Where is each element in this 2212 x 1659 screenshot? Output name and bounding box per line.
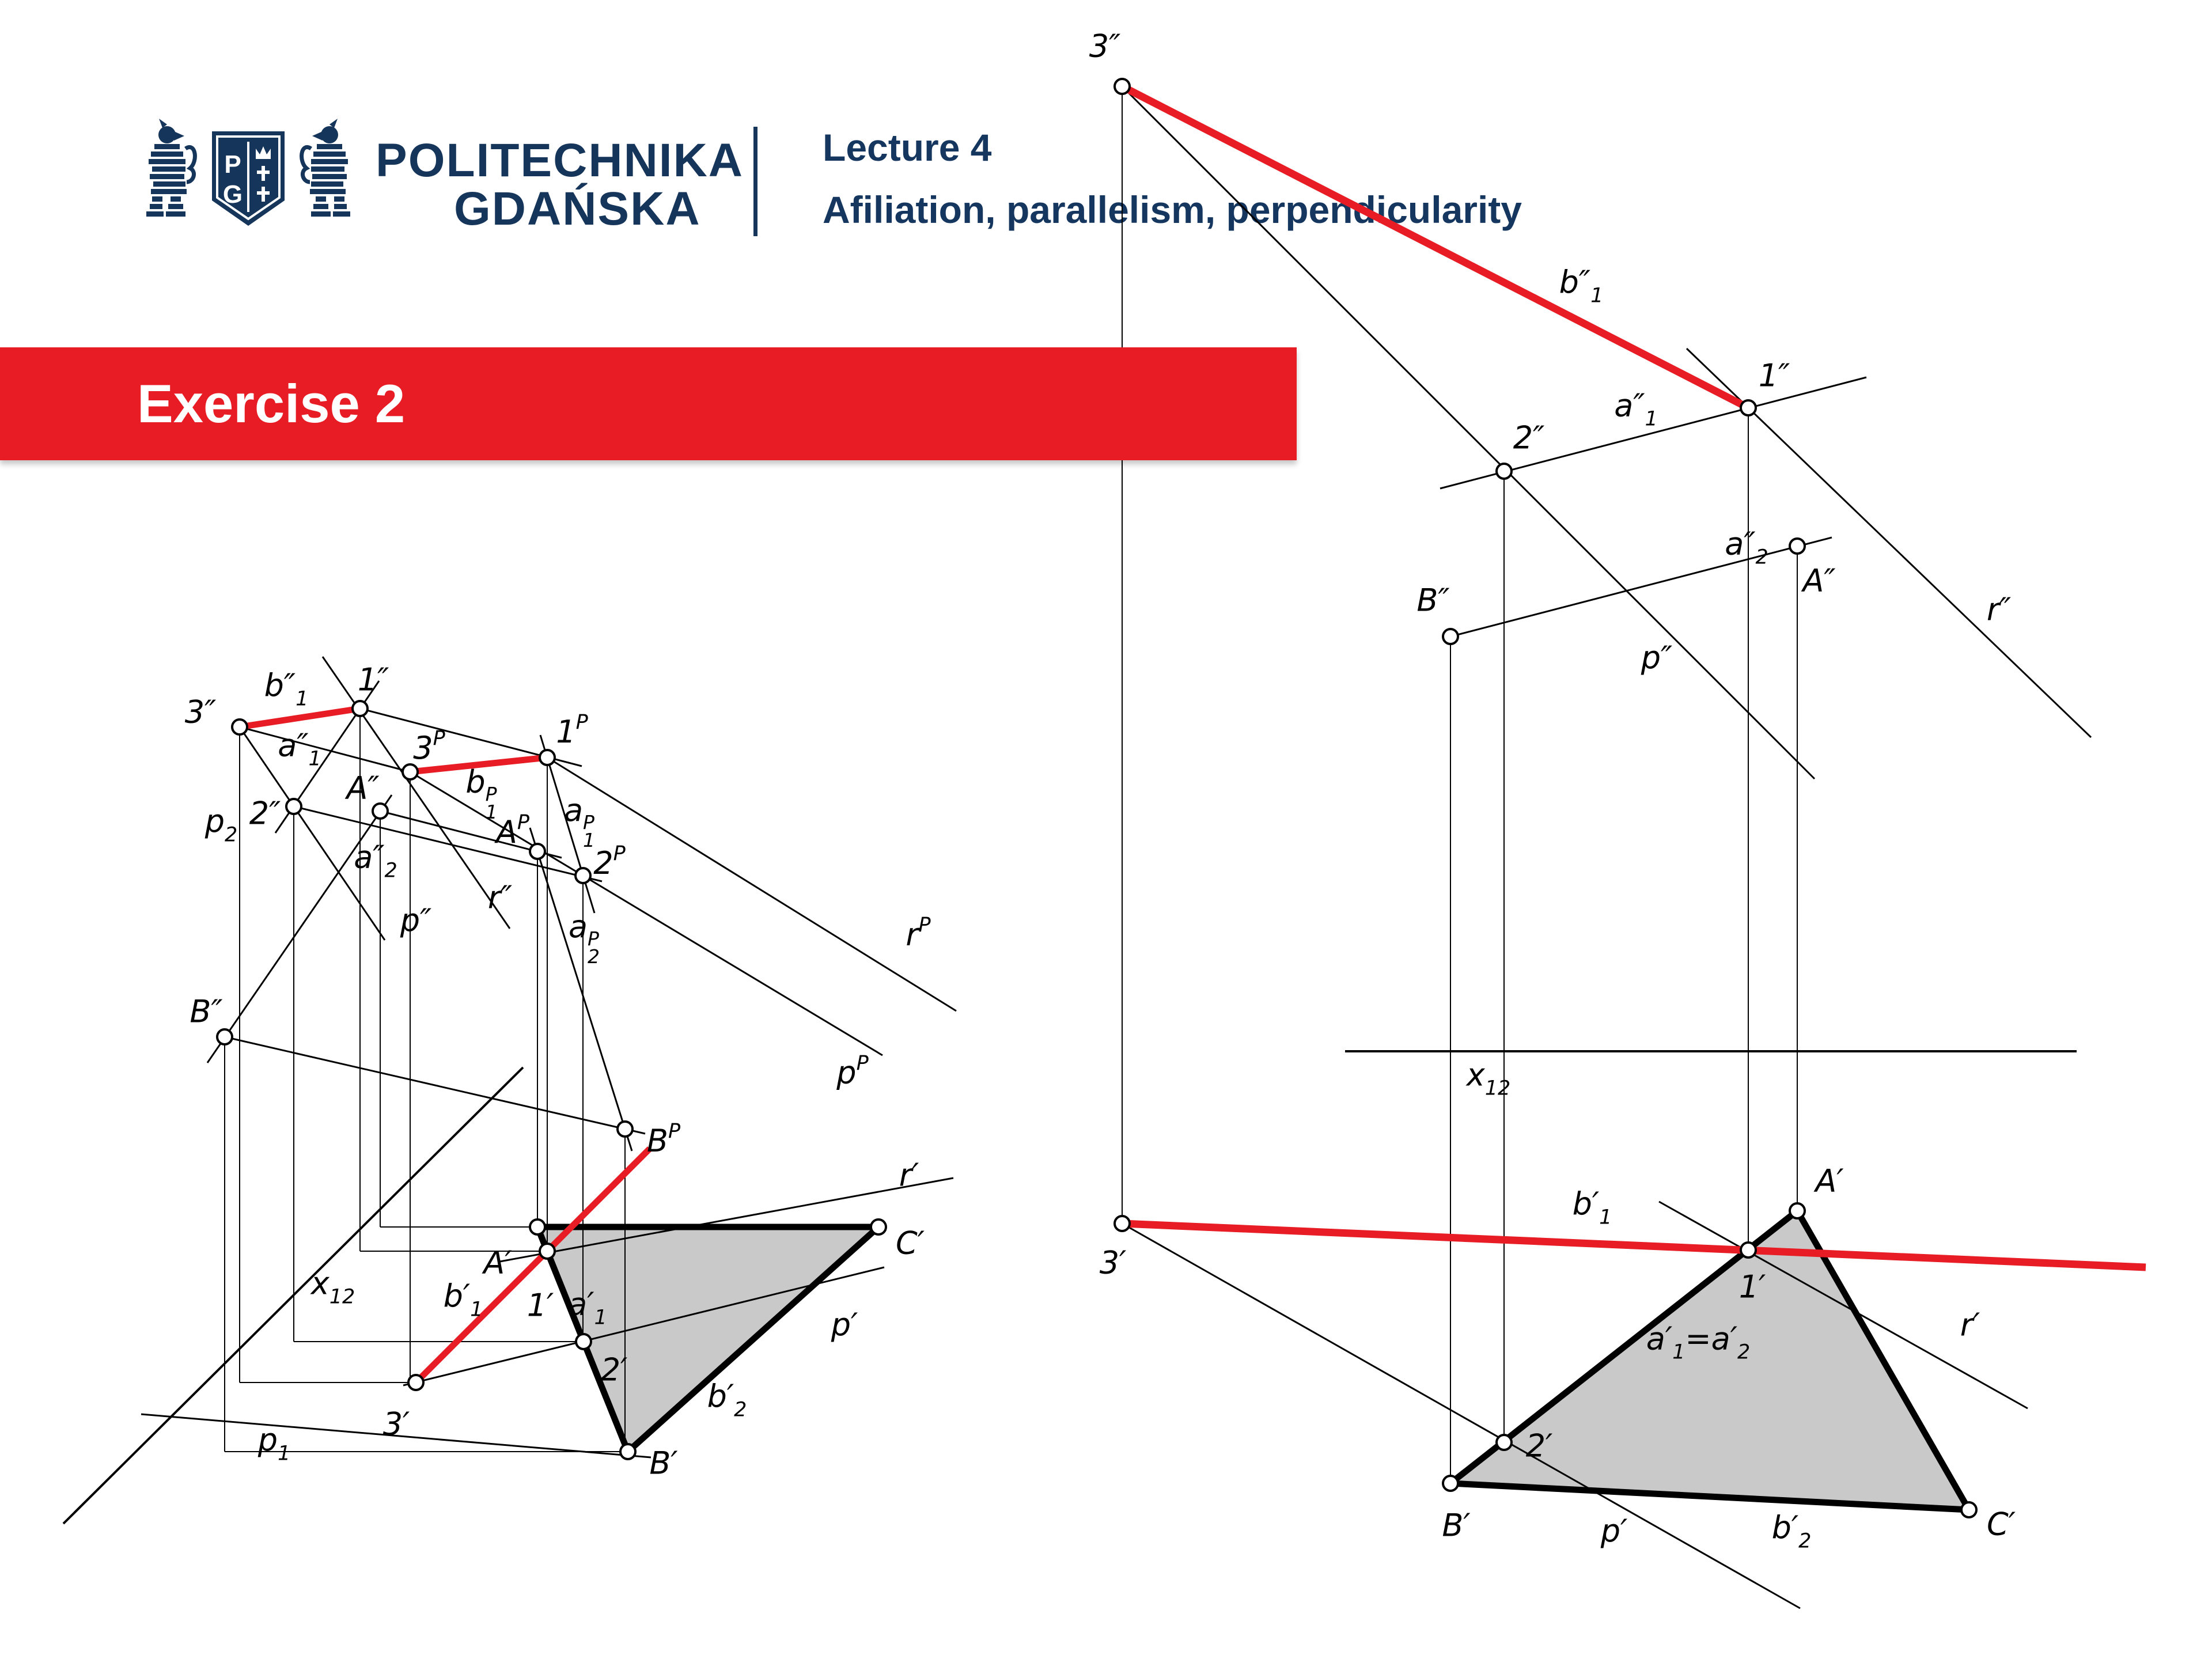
diagram-point bbox=[619, 1443, 637, 1460]
construction-line bbox=[403, 1266, 885, 1387]
diagram-point bbox=[216, 1028, 233, 1046]
construction-line bbox=[321, 656, 511, 929]
diagram-point bbox=[1789, 1202, 1806, 1219]
lion-left-icon bbox=[146, 119, 197, 217]
construction-line bbox=[293, 805, 603, 882]
red-line bbox=[1120, 83, 1750, 411]
diagram-point bbox=[407, 1374, 425, 1391]
diagram-point bbox=[1740, 399, 1757, 416]
exercise-banner-label: Exercise 2 bbox=[137, 373, 406, 434]
diagram-point bbox=[870, 1218, 887, 1236]
diagram-point bbox=[402, 763, 419, 781]
construction-line bbox=[206, 794, 393, 1063]
university-name-line2: GDAŃSKA bbox=[454, 183, 701, 235]
monogram-p: P bbox=[224, 150, 241, 179]
cross-icon bbox=[257, 187, 270, 202]
construction-line bbox=[1121, 85, 1816, 780]
construction-line bbox=[499, 1177, 954, 1263]
university-name-line1: POLITECHNIKA bbox=[376, 134, 744, 187]
construction-line bbox=[529, 827, 633, 1152]
university-logo-emblem: P G bbox=[146, 119, 350, 226]
exercise-banner: Exercise 2 bbox=[0, 347, 1297, 460]
construction-line bbox=[238, 726, 386, 941]
diagram-point bbox=[1442, 628, 1459, 645]
red-line bbox=[410, 754, 548, 775]
construction-line bbox=[224, 1036, 646, 1135]
lecture-title: Lecture 4 bbox=[823, 126, 992, 169]
diagram-point bbox=[372, 802, 389, 820]
monogram-g: G bbox=[223, 180, 243, 209]
diagram-point bbox=[1495, 1434, 1513, 1451]
diagram-point bbox=[529, 843, 546, 860]
header: P G POLITECHNIKA GDAŃSKA Lecture 4 Afili… bbox=[0, 0, 2212, 323]
construction-line bbox=[239, 726, 411, 773]
triangle-A'B'C'-right bbox=[1447, 1207, 1972, 1513]
crown-icon bbox=[256, 146, 271, 159]
construction-line bbox=[1122, 1222, 1801, 1609]
construction-line bbox=[1450, 536, 1832, 638]
red-line bbox=[1122, 1219, 2146, 1271]
diagram-point bbox=[1495, 463, 1513, 480]
diagram-point bbox=[574, 867, 592, 884]
diagram-point bbox=[231, 718, 248, 736]
construction-line bbox=[62, 1066, 524, 1525]
pg-shield-icon: P G bbox=[212, 131, 285, 226]
diagram-point bbox=[616, 1120, 634, 1138]
red-line bbox=[414, 1146, 652, 1385]
diagram-point bbox=[351, 700, 369, 717]
construction-line bbox=[547, 756, 957, 1012]
diagram-point bbox=[539, 1243, 556, 1260]
diagram-point bbox=[1442, 1475, 1459, 1492]
diagram-point bbox=[539, 749, 556, 766]
diagram-point bbox=[1113, 78, 1131, 95]
construction-line bbox=[141, 1413, 652, 1459]
lecture-subtitle: Afiliation, parallelism, perpendicularit… bbox=[823, 188, 1522, 231]
diagram-point bbox=[285, 798, 302, 815]
diagram-point bbox=[1789, 537, 1806, 555]
logo-separator bbox=[753, 127, 757, 236]
diagram-point bbox=[575, 1333, 592, 1350]
construction-line bbox=[1658, 1200, 2028, 1410]
diagram-point bbox=[1740, 1241, 1757, 1259]
diagram-point bbox=[1113, 1215, 1131, 1232]
construction-line bbox=[410, 771, 883, 1056]
diagram-point bbox=[1960, 1501, 1978, 1518]
cross-icon bbox=[257, 166, 270, 181]
diagram-point bbox=[529, 1218, 546, 1236]
lion-right-icon bbox=[300, 119, 350, 217]
red-line bbox=[239, 705, 361, 730]
